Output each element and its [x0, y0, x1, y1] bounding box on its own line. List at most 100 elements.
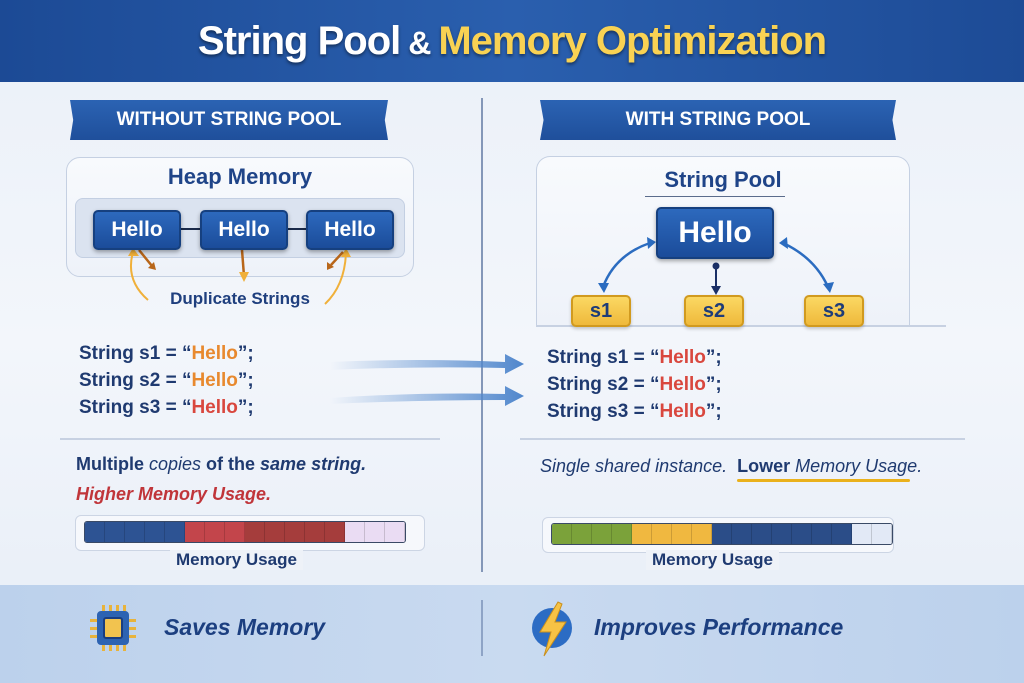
higher-memory-usage-text: Higher Memory Usage.	[76, 484, 272, 504]
arrowhead	[327, 262, 334, 270]
memory-bar-segment	[752, 524, 772, 544]
memory-bar-segment	[85, 522, 105, 542]
arrowhead	[598, 283, 609, 293]
code-line: String s3 = “Hello”;	[79, 394, 254, 421]
reference-arrow-s1	[601, 241, 651, 288]
heap-hello-box-1: Hello	[93, 210, 181, 250]
arrowhead	[823, 282, 834, 293]
memory-bar-segment	[125, 522, 145, 542]
message-text: of the	[201, 454, 261, 474]
heap-hello-box-2: Hello	[200, 210, 288, 250]
arrowhead	[148, 262, 156, 270]
right-memory-bar-frame	[542, 517, 894, 553]
duplicate-arrow	[138, 249, 153, 267]
left-memory-bar-frame	[75, 515, 425, 551]
string-literal: Hello	[659, 347, 706, 368]
reference-arrow-s3	[782, 241, 830, 288]
memory-bar-segment	[552, 524, 572, 544]
right-memory-bar	[551, 523, 893, 545]
code-text: String s2 = “	[79, 370, 192, 391]
duplicate-arrow	[324, 251, 347, 305]
code-text: ”;	[237, 343, 254, 364]
flow-arrow-2	[330, 386, 524, 406]
memory-bar-segment	[692, 524, 712, 544]
arrowhead	[128, 248, 139, 256]
memory-bar-segment	[145, 522, 165, 542]
right-separator	[520, 438, 965, 440]
title-part-1: String Pool	[197, 18, 401, 63]
flow-arrow-1	[330, 354, 524, 374]
var-s3: s3	[804, 295, 864, 327]
string-literal: Hello	[191, 343, 238, 364]
saves-memory-label: Saves Memory	[164, 614, 326, 640]
code-line: String s3 = “Hello”;	[547, 398, 722, 425]
memory-bar-segment	[385, 522, 405, 542]
code-text: ”;	[705, 401, 722, 422]
memory-bar-segment	[285, 522, 305, 542]
message-text: copies	[149, 454, 202, 474]
memory-bar-segment	[365, 522, 385, 542]
lower-memory-usage-highlight: Lower Memory Usage.	[737, 456, 922, 482]
memory-bar-segment	[345, 522, 365, 542]
ribbon-with-string-pool: WITH STRING POOL	[540, 100, 896, 140]
code-line: String s1 = “Hello”;	[547, 344, 722, 371]
left-memory-usage-label: Memory Usage	[170, 550, 303, 570]
memory-bar-segment	[632, 524, 652, 544]
string-literal: Hello	[191, 397, 238, 418]
string-literal: Hello	[659, 374, 706, 395]
memory-bar-segment	[792, 524, 812, 544]
duplicate-arrow	[129, 251, 149, 301]
left-message-line-1: Multiple copies of the same string.	[76, 454, 366, 475]
message-text: Single shared instance.	[540, 456, 728, 476]
memory-bar-segment	[185, 522, 205, 542]
lightning-bolt-icon	[532, 601, 572, 657]
title-ampersand: &	[408, 24, 431, 61]
improves-performance-label: Improves Performance	[594, 614, 844, 640]
duplicate-arrow	[330, 251, 344, 266]
memory-chip-icon	[90, 605, 136, 651]
code-text: String s3 = “	[79, 397, 192, 418]
message-text: Lower	[737, 456, 791, 476]
arrowhead	[647, 237, 656, 249]
memory-bar-segment	[325, 522, 345, 542]
memory-bar-segment	[572, 524, 592, 544]
right-code-block: String s1 = “Hello”; String s2 = “Hello”…	[547, 344, 722, 425]
var-s2: s2	[684, 295, 744, 327]
memory-bar-segment	[652, 524, 672, 544]
memory-bar-segment	[105, 522, 125, 542]
memory-bar-segment	[305, 522, 325, 542]
arrowhead	[341, 248, 351, 257]
memory-bar-segment	[872, 524, 892, 544]
var-s1: s1	[571, 295, 631, 327]
code-text: String s1 = “	[79, 343, 192, 364]
ribbon-without-string-pool: WITHOUT STRING POOL	[70, 100, 388, 140]
memory-bar-segment	[225, 522, 245, 542]
right-memory-usage-label: Memory Usage	[646, 550, 779, 570]
code-text: ”;	[237, 370, 254, 391]
string-literal: Hello	[191, 370, 238, 391]
code-line: String s2 = “Hello”;	[547, 371, 722, 398]
code-text: ”;	[705, 374, 722, 395]
memory-bar-segment	[265, 522, 285, 542]
memory-bar-segment	[832, 524, 852, 544]
right-message: Single shared instance. Lower Memory Usa…	[540, 456, 922, 482]
heap-hello-box-3: Hello	[306, 210, 394, 250]
memory-bar-segment	[592, 524, 612, 544]
left-code-block: String s1 = “Hello”; String s2 = “Hello”…	[79, 340, 254, 421]
memory-bar-segment	[165, 522, 185, 542]
footer-divider	[481, 600, 483, 656]
page-title: String Pool&Memory Optimization	[197, 18, 827, 64]
left-memory-bar	[84, 521, 406, 543]
title-part-2: Memory Optimization	[438, 18, 827, 63]
code-text: String s2 = “	[547, 374, 660, 395]
memory-bar-segment	[612, 524, 632, 544]
message-text: same string.	[260, 454, 367, 474]
left-separator	[60, 438, 440, 440]
duplicate-arrow	[240, 249, 246, 277]
string-literal: Hello	[659, 401, 706, 422]
code-line: String s1 = “Hello”;	[79, 340, 254, 367]
memory-bar-segment	[712, 524, 732, 544]
